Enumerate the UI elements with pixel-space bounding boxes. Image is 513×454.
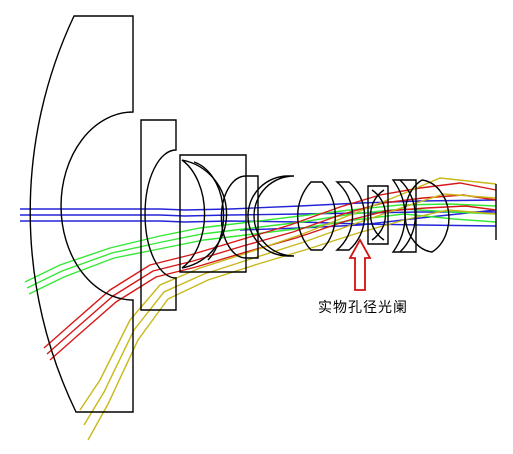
aperture-stop-label: 实物孔径光阑 bbox=[318, 300, 408, 316]
aperture-stop-arrow bbox=[348, 238, 372, 291]
lens-element-5 bbox=[297, 181, 336, 251]
lens-element-3-back bbox=[220, 175, 259, 259]
lens-element-8 bbox=[391, 179, 417, 253]
lens-element-2 bbox=[140, 119, 177, 311]
ray-red-2 bbox=[46, 194, 497, 355]
lens-element-7-inner bbox=[369, 189, 387, 241]
lens-element-7 bbox=[367, 185, 389, 245]
ray-green-2 bbox=[26, 208, 497, 289]
lens-element-8-front bbox=[399, 179, 417, 253]
ray-green-3 bbox=[28, 213, 497, 295]
lens-element-6 bbox=[335, 181, 366, 251]
lens-element-9 bbox=[404, 179, 450, 253]
ray-blue-3 bbox=[20, 220, 497, 227]
lens-element-3 bbox=[179, 154, 247, 273]
lens-element-4 bbox=[247, 175, 295, 257]
ray-red-1 bbox=[43, 182, 497, 349]
ray-blue-1 bbox=[20, 199, 497, 211]
lens-group bbox=[29, 15, 497, 413]
ray-blue-2 bbox=[20, 211, 496, 217]
lens-element-3-mid bbox=[193, 161, 225, 261]
ray-yellow-3 bbox=[87, 209, 497, 441]
ray-yellow-1 bbox=[79, 177, 497, 411]
lens-element-1 bbox=[29, 15, 134, 413]
lens-element-3-front bbox=[181, 159, 228, 269]
